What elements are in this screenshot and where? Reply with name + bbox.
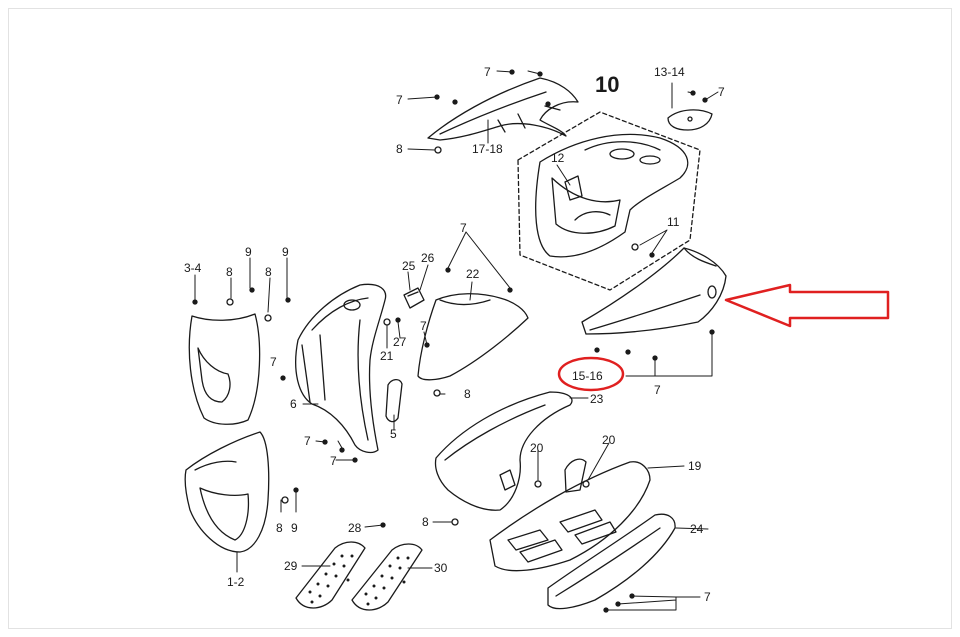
part-17-18-rear-upper-cover xyxy=(427,77,579,141)
label-6: 6 xyxy=(290,397,297,411)
part-22-center-cover xyxy=(417,293,529,381)
label-9: 9 xyxy=(282,245,289,259)
label-3-4: 3-4 xyxy=(184,261,202,275)
part-29-floor-mat xyxy=(295,541,366,609)
label-8: 8 xyxy=(422,515,429,529)
label-8: 8 xyxy=(265,265,272,279)
label-8: 8 xyxy=(276,521,283,535)
label-7: 7 xyxy=(460,221,467,235)
highlight-arrow xyxy=(724,283,890,328)
label-7: 7 xyxy=(654,383,661,397)
label-7: 7 xyxy=(270,355,277,369)
part-23-lower-cover xyxy=(434,391,573,511)
label-20: 20 xyxy=(602,433,616,447)
part-1-2-front-lower-cover xyxy=(184,431,270,553)
highlight xyxy=(557,283,890,392)
label-21: 21 xyxy=(380,349,394,363)
label-7: 7 xyxy=(396,93,403,107)
highlight-circle-15-16 xyxy=(557,356,625,392)
label-5: 5 xyxy=(390,427,397,441)
label-24: 24 xyxy=(690,522,704,536)
label-9: 9 xyxy=(245,245,252,259)
part-19-floor-panel xyxy=(489,458,651,572)
label-10: 10 xyxy=(595,72,619,97)
label-8: 8 xyxy=(226,265,233,279)
leader-lines xyxy=(194,70,719,611)
label-22: 22 xyxy=(466,267,480,281)
label-19: 19 xyxy=(688,459,702,473)
label-17-18: 17-18 xyxy=(472,142,503,156)
label-25: 25 xyxy=(402,259,416,273)
label-11: 11 xyxy=(667,215,680,229)
label-26: 26 xyxy=(421,251,435,265)
part-3-4-front-shield xyxy=(188,313,261,425)
part-25-clip xyxy=(403,287,425,309)
part-30-floor-mat xyxy=(351,543,423,611)
label-9: 9 xyxy=(291,521,298,535)
label-7: 7 xyxy=(704,590,711,604)
part-5-bracket xyxy=(385,378,403,423)
label-7: 7 xyxy=(304,434,311,448)
label-7: 7 xyxy=(718,85,725,99)
label-15-16: 15-16 xyxy=(572,369,603,383)
part-13-14-lid xyxy=(667,109,713,131)
label-30: 30 xyxy=(434,561,448,575)
label-27: 27 xyxy=(393,335,407,349)
label-23: 23 xyxy=(590,392,604,406)
diagram-frame xyxy=(8,8,952,629)
label-12: 12 xyxy=(551,151,565,165)
label-1-2: 1-2 xyxy=(227,575,245,589)
part-10-helmet-box xyxy=(517,111,701,291)
label-20: 20 xyxy=(530,441,544,455)
label-7: 7 xyxy=(484,65,491,79)
part-24-side-skirt xyxy=(547,513,676,610)
label-28: 28 xyxy=(348,521,362,535)
label-13-14: 13-14 xyxy=(654,65,685,79)
label-7: 7 xyxy=(330,454,337,468)
part-6-inner-shield xyxy=(295,283,387,454)
label-8: 8 xyxy=(396,142,403,156)
label-8: 8 xyxy=(464,387,471,401)
part-15-16-side-cover xyxy=(581,247,727,335)
fasteners xyxy=(192,69,715,613)
label-29: 29 xyxy=(284,559,298,573)
label-7: 7 xyxy=(420,319,427,333)
